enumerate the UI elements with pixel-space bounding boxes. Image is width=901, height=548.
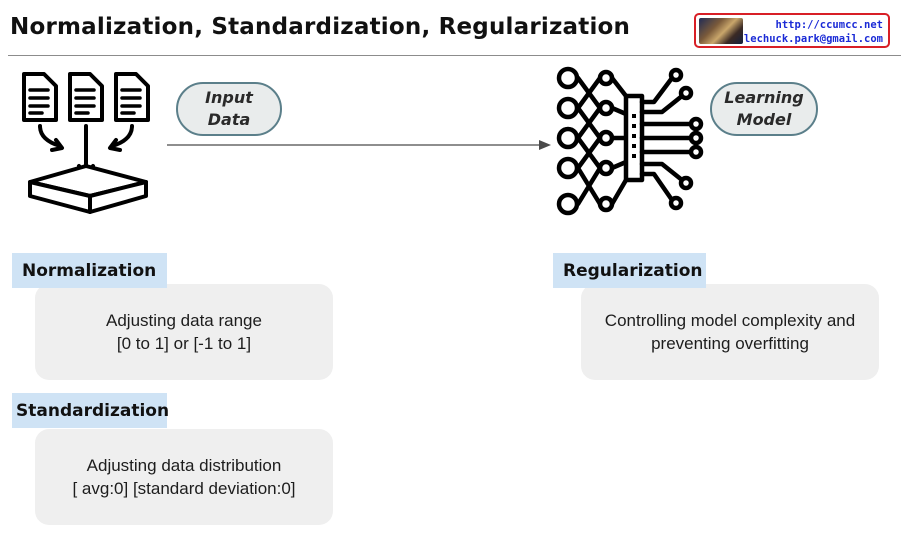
model-label-line1: Learning <box>724 88 804 107</box>
page-title: Normalization, Standardization, Regulari… <box>10 14 631 40</box>
title-divider <box>8 55 901 56</box>
normalization-line1: Adjusting data range <box>106 311 262 330</box>
credit-email[interactable]: lechuck.park@gmail.com <box>743 33 883 45</box>
normalization-description: Adjusting data range [0 to 1] or [-1 to … <box>35 284 333 380</box>
regularization-heading: Regularization <box>553 253 706 288</box>
model-label-line2: Model <box>736 110 792 129</box>
credit-url[interactable]: http://ccumcc.net <box>775 19 883 31</box>
regularization-line1: Controlling model complexity and <box>604 311 856 330</box>
standardization-line1: Adjusting data distribution <box>86 456 282 475</box>
learning-model-label: Learning Model <box>710 82 818 136</box>
input-label-line2: Data <box>207 110 251 129</box>
standardization-heading: Standardization <box>12 393 169 428</box>
input-label-line1: Input <box>205 88 253 107</box>
neural-network-icon <box>556 66 704 216</box>
regularization-description: Controlling model complexity and prevent… <box>581 284 879 380</box>
documents-to-tray-icon <box>22 72 150 214</box>
regularization-line2: preventing overfitting <box>651 334 809 353</box>
standardization-description: Adjusting data distribution [ avg:0] [st… <box>35 429 333 525</box>
standardization-line2: [ avg:0] [standard deviation:0] <box>72 479 296 498</box>
input-data-label: Input Data <box>176 82 282 136</box>
author-credit: http://ccumcc.net lechuck.park@gmail.com <box>694 13 890 48</box>
normalization-line2: [0 to 1] or [-1 to 1] <box>116 334 252 353</box>
author-thumbnail <box>699 18 743 44</box>
normalization-heading: Normalization <box>12 253 167 288</box>
